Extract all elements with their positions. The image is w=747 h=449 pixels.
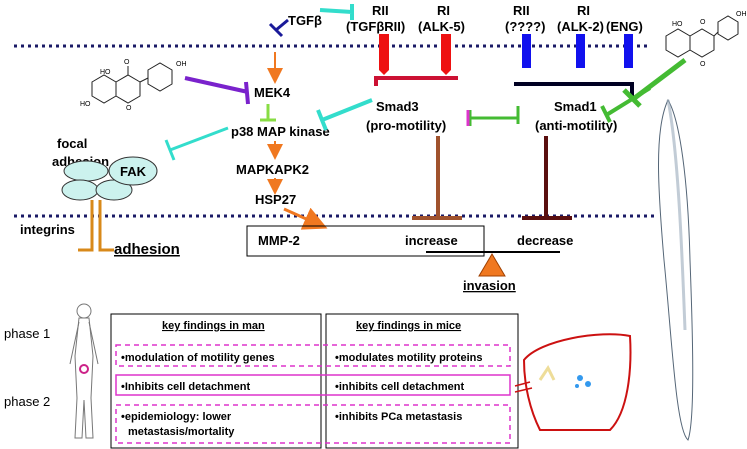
mouse-organ-illustration	[514, 333, 632, 431]
man-finding-1: •modulation of motility genes	[121, 352, 275, 364]
p38-label: p38 MAP kinase	[231, 124, 330, 139]
findings-mice-title: key findings in mice	[356, 320, 461, 332]
rii-left-label-2: (TGFβRII)	[346, 19, 405, 34]
ri-left-label-2: (ALK-5)	[418, 19, 465, 34]
invasion-label: invasion	[463, 278, 516, 293]
phase1-label: phase 1	[4, 326, 50, 341]
smad1-role: (anti-motility)	[535, 118, 617, 133]
man-finding-3b: metastasis/mortality	[128, 426, 235, 438]
mapkapk2-label: MAPKAPK2	[236, 162, 309, 177]
svg-text:HO: HO	[80, 101, 91, 108]
smad3-role: (pro-motility)	[366, 118, 446, 133]
cell-detachment-row-outline	[115, 374, 511, 396]
genistein-molecule-left: O HO HO OH O	[80, 59, 187, 112]
svg-text:HO: HO	[100, 69, 111, 76]
man-finding-2: •Inhibits cell detachment	[121, 381, 250, 393]
balance-fulcrum	[478, 253, 506, 277]
side-cell-shape	[658, 98, 694, 441]
focal-label-1: focal	[57, 136, 87, 151]
decrease-label: decrease	[517, 233, 573, 248]
focal-adhesion-blob-1	[63, 160, 109, 182]
increase-label: increase	[405, 233, 458, 248]
smad3-inhibits-p38	[316, 98, 373, 131]
tgfb-label: TGFβ	[288, 13, 322, 28]
alk2-receptor	[576, 34, 585, 68]
focal-adhesion-blob-2	[61, 179, 99, 201]
smad1-inhibits-decrease	[522, 136, 572, 220]
tgfbrii-receptor	[379, 34, 389, 75]
phase2-label: phase 2	[4, 394, 50, 409]
genistein-molecule-right: HO O OH O	[665, 11, 747, 68]
fak-label: FAK	[120, 164, 147, 179]
hsp27-label: HSP27	[255, 192, 296, 207]
adhesion-label: adhesion	[114, 241, 180, 258]
man-finding-3: •epidemiology: lower	[121, 411, 232, 423]
svg-text:HO: HO	[672, 21, 683, 28]
mice-finding-1: •modulates motility proteins	[335, 352, 482, 364]
svg-text:O: O	[124, 59, 130, 66]
smad1-name: Smad1	[554, 99, 597, 114]
smad3-name: Smad3	[376, 99, 419, 114]
mmp2-box	[246, 225, 485, 257]
mek4-label: MEK4	[254, 85, 291, 100]
rii-left-label-1: RII	[372, 3, 389, 18]
hsp27-to-mmp2-arrow	[283, 207, 328, 230]
ri-right-label-1: RI	[577, 3, 590, 18]
eng-label: (ENG)	[606, 19, 643, 34]
svg-text:OH: OH	[176, 61, 187, 68]
alk5-to-smad3-link	[374, 76, 458, 86]
eng-to-smad1-link	[514, 82, 634, 96]
smad1-inhibits-smad3	[468, 106, 520, 126]
tgfb-to-receptor-inhibit	[319, 4, 354, 20]
rii-right-label-1: RII	[513, 3, 530, 18]
rii-right-label-2: (????)	[505, 19, 545, 34]
findings-man-title: key findings in man	[162, 320, 265, 332]
ri-right-label-2: (ALK-2)	[557, 19, 604, 34]
rii-unknown-receptor	[522, 34, 531, 68]
integrin-receptor	[78, 200, 114, 252]
smad3-promotes-increase	[412, 136, 462, 220]
mice-finding-2: •inhibits cell detachment	[335, 381, 464, 393]
svg-text:O: O	[700, 19, 706, 26]
ri-left-label-1: RI	[437, 3, 450, 18]
p38-inhibits-fak	[164, 126, 229, 161]
mice-finding-3: •inhibits PCa metastasis	[335, 411, 462, 423]
phase1-row-outline	[115, 344, 511, 367]
integrins-label: integrins	[20, 222, 75, 237]
human-figure-icon	[69, 303, 99, 439]
genistein-inhibits-smad1	[600, 86, 652, 123]
mek4-to-p38-link	[260, 104, 276, 122]
svg-text:O: O	[700, 61, 706, 68]
svg-text:O: O	[126, 105, 132, 112]
genistein-inhibits-mek4	[184, 76, 250, 105]
findings-man-box	[110, 313, 322, 449]
tgfb-ligand-inhibit-icon	[268, 18, 289, 38]
mmp2-label: MMP-2	[258, 233, 300, 248]
svg-text:OH: OH	[736, 11, 747, 18]
fak-blob	[108, 156, 158, 186]
eng-receptor	[624, 34, 633, 68]
findings-mice-box	[325, 313, 519, 449]
alk5-receptor	[441, 34, 451, 75]
